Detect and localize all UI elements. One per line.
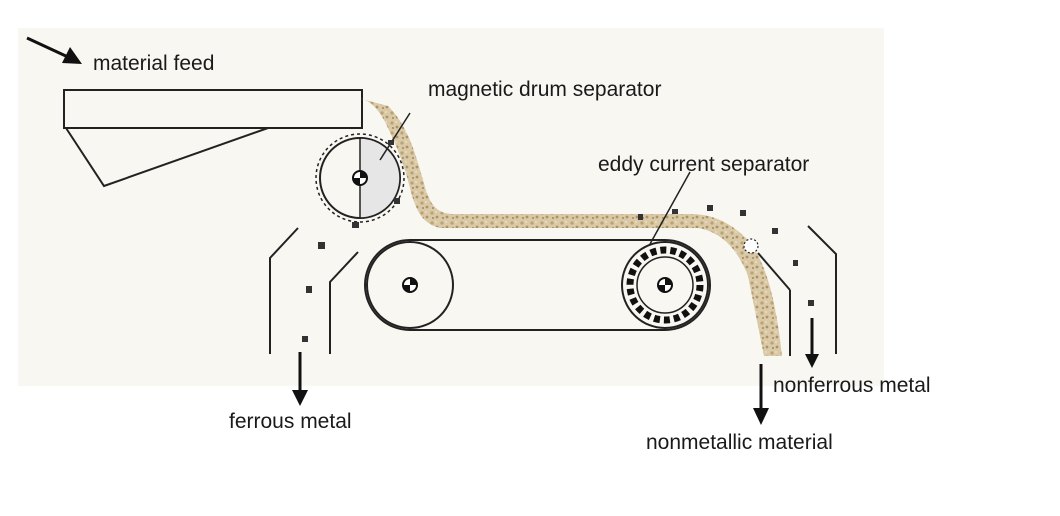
nonmetallic-material-label: nonmetallic material bbox=[646, 431, 833, 454]
magnetic-drum bbox=[315, 133, 405, 223]
ferrous-metal-label: ferrous metal bbox=[229, 410, 352, 433]
drum-leader-line bbox=[379, 112, 411, 161]
drum-magnet-arc bbox=[315, 133, 405, 223]
ferrous-particles bbox=[302, 140, 400, 342]
eddy-current-rotor bbox=[621, 241, 709, 329]
belt-conveyor bbox=[364, 239, 711, 331]
head-pulley bbox=[366, 241, 454, 329]
eddy-leader-line bbox=[649, 171, 691, 245]
eddy-current-label: eddy current separator bbox=[598, 153, 809, 176]
material-feed-label: material feed bbox=[93, 52, 214, 75]
nonferrous-metal-label: nonferrous metal bbox=[773, 374, 931, 397]
ferrous-output-arrow bbox=[292, 352, 308, 406]
splitter bbox=[743, 238, 791, 356]
nonferrous-output-arrow bbox=[805, 318, 819, 368]
material-stream bbox=[358, 98, 782, 356]
magnetic-drum-label: magnetic drum separator bbox=[428, 78, 661, 101]
nonferrous-chute-wall bbox=[807, 225, 837, 354]
material-feed-arrow bbox=[26, 36, 82, 64]
ferrous-chute bbox=[269, 227, 359, 354]
nonmetallic-output-arrow bbox=[753, 364, 769, 425]
nonferrous-particles bbox=[638, 205, 814, 306]
feeder-hopper bbox=[63, 89, 363, 188]
background-panel bbox=[18, 28, 884, 386]
